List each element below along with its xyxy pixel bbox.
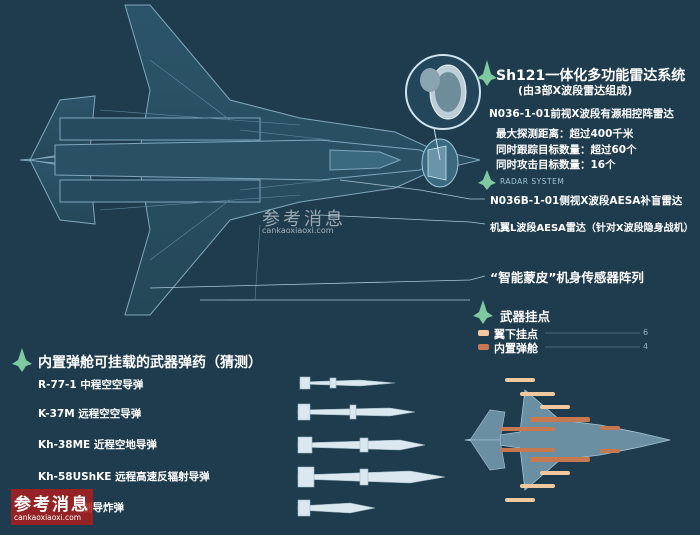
underwing-stores bbox=[505, 378, 570, 502]
internal-bay-stores bbox=[500, 417, 620, 462]
hardpoint-legend bbox=[478, 330, 640, 350]
radar-front: N036-1-01前视X波段有源相控阵雷达 bbox=[489, 108, 674, 120]
legend-underwing-label: 翼下挂点 bbox=[494, 328, 538, 341]
radar-title: Sh121一体化多功能雷达系统 bbox=[496, 68, 686, 84]
radar-range: 最大探测距离：超过400千米 bbox=[496, 128, 634, 140]
nose-radar-highlight bbox=[421, 138, 459, 188]
weapon-item-r77: R-77-1 中程空空导弹 bbox=[38, 379, 144, 391]
accent-icons bbox=[12, 60, 497, 372]
watermark-name: 参考消息 bbox=[262, 209, 346, 230]
jet-hardpoints-view bbox=[464, 378, 671, 502]
legend-internal-label: 内置弹舱 bbox=[494, 342, 538, 355]
watermark-logo-bg bbox=[11, 489, 93, 525]
watermark-url: cankaoxiaoxi.com bbox=[262, 226, 334, 235]
radar-wing: 机翼L波段AESA雷达（针对X波段隐身战机） bbox=[490, 223, 694, 234]
radar-subtitle: (由3部X波段雷达组成) bbox=[518, 84, 633, 97]
weapon-item-kh58: Kh-58UShKE 远程高速反辐射导弹 bbox=[38, 471, 210, 483]
cockpit-canopy bbox=[329, 149, 402, 171]
watermark-logo-name: 参考消息 bbox=[14, 495, 90, 515]
nacelle-top bbox=[59, 117, 261, 141]
weapon-item-k37m: K-37M 远程空空导弹 bbox=[38, 408, 142, 420]
hardpoints-title: 武器挂点 bbox=[500, 309, 551, 324]
radar-system-tag: RADAR SYSTEM bbox=[500, 177, 565, 186]
smart-skin-label: “智能蒙皮”机身传感器阵列 bbox=[490, 270, 644, 285]
radar-side: N036B-1-01侧视X波段AESA补盲雷达 bbox=[490, 195, 683, 207]
radar-attack: 同时攻击目标数量：16个 bbox=[496, 159, 616, 171]
watermark-logo-url: cankaoxiaoxi.com bbox=[14, 513, 82, 522]
legend-internal-count: 4 bbox=[643, 342, 649, 351]
nacelle-bottom bbox=[59, 179, 261, 203]
legend-underwing-count: 6 bbox=[643, 328, 649, 337]
missile-silhouettes bbox=[297, 376, 446, 517]
weapons-bay-title: 内置弹舱可挂载的武器弹药（猜测） bbox=[38, 355, 262, 371]
radar-track: 同时跟踪目标数量：超过60个 bbox=[496, 144, 637, 156]
weapon-item-kh38me: Kh-38ME 近程空地导弹 bbox=[38, 439, 157, 451]
callout-lines bbox=[149, 179, 486, 301]
jet-top-view bbox=[19, 4, 481, 316]
radar-dish bbox=[405, 54, 481, 161]
